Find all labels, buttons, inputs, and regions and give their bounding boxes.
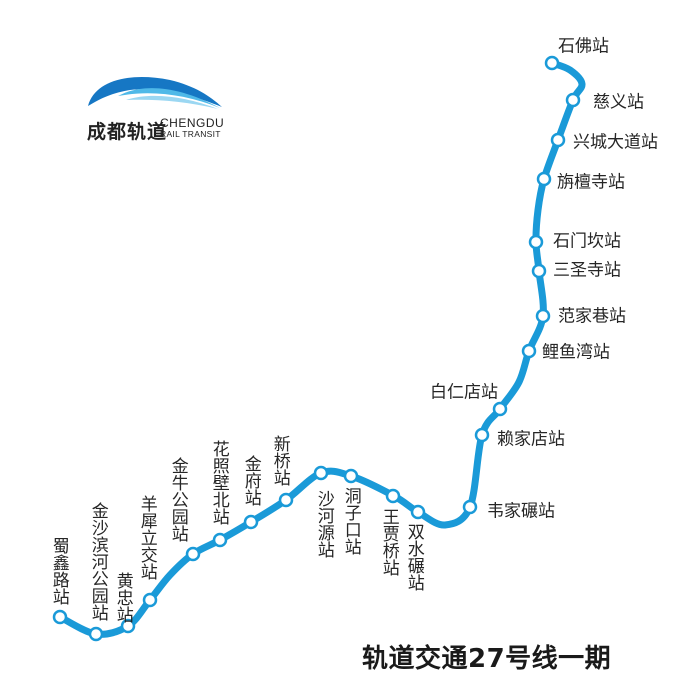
station-label: 王贾桥站 bbox=[378, 508, 399, 576]
station-label: 蜀鑫路站 bbox=[48, 537, 69, 605]
station-marker[interactable] bbox=[410, 504, 426, 520]
station-label: 白仁店站 bbox=[430, 382, 498, 403]
station-label: 兴城大道站 bbox=[573, 132, 658, 153]
station-marker[interactable] bbox=[521, 343, 537, 359]
station-label: 石门坎站 bbox=[553, 231, 621, 252]
station-label: 双水碾站 bbox=[403, 523, 424, 591]
station-marker[interactable] bbox=[474, 427, 490, 443]
station-marker[interactable] bbox=[544, 55, 560, 71]
station-label: 韦家碾站 bbox=[487, 501, 555, 522]
station-label: 旃檀寺站 bbox=[557, 172, 625, 193]
station-marker[interactable] bbox=[492, 401, 508, 417]
station-marker[interactable] bbox=[52, 609, 68, 625]
station-label: 沙河源站 bbox=[313, 490, 334, 558]
logo-text-cn: 成都轨道 bbox=[87, 121, 168, 143]
logo-text-en: CHENGDU bbox=[160, 116, 225, 130]
station-label: 花照壁北站 bbox=[208, 440, 229, 525]
station-marker[interactable] bbox=[185, 546, 201, 562]
station-label: 范家巷站 bbox=[558, 306, 626, 327]
station-label: 鲤鱼湾站 bbox=[542, 342, 610, 363]
map-title: 轨道交通27号线一期 bbox=[362, 644, 612, 674]
station-marker[interactable] bbox=[528, 234, 544, 250]
station-marker[interactable] bbox=[278, 492, 294, 508]
station-label: 慈义站 bbox=[593, 92, 644, 113]
station-label: 黄忠站 bbox=[112, 572, 133, 623]
station-marker[interactable] bbox=[535, 308, 551, 324]
station-marker[interactable] bbox=[462, 499, 478, 515]
station-label: 羊犀立交站 bbox=[136, 495, 157, 580]
station-label: 新桥站 bbox=[269, 435, 290, 486]
station-marker[interactable] bbox=[385, 488, 401, 504]
station-marker[interactable] bbox=[313, 465, 329, 481]
station-label: 金沙滨河公园站 bbox=[87, 502, 108, 621]
station-label: 洞子口站 bbox=[340, 487, 361, 555]
station-marker[interactable] bbox=[120, 618, 136, 634]
logo-text-en-sub: RAIL TRANSIT bbox=[160, 129, 221, 139]
station-marker[interactable] bbox=[142, 592, 158, 608]
station-marker[interactable] bbox=[550, 132, 566, 148]
station-marker[interactable] bbox=[88, 626, 104, 642]
station-marker[interactable] bbox=[243, 514, 259, 530]
station-label: 三圣寺站 bbox=[553, 260, 621, 281]
station-marker[interactable] bbox=[536, 171, 552, 187]
station-marker[interactable] bbox=[565, 92, 581, 108]
logo-swoosh-icon bbox=[88, 77, 222, 109]
station-marker[interactable] bbox=[343, 468, 359, 484]
station-marker[interactable] bbox=[212, 532, 228, 548]
station-label: 金牛公园站 bbox=[167, 457, 188, 542]
station-label: 赖家店站 bbox=[497, 429, 565, 450]
station-label: 石佛站 bbox=[558, 36, 609, 57]
station-marker[interactable] bbox=[531, 263, 547, 279]
station-label: 金府站 bbox=[240, 455, 261, 506]
